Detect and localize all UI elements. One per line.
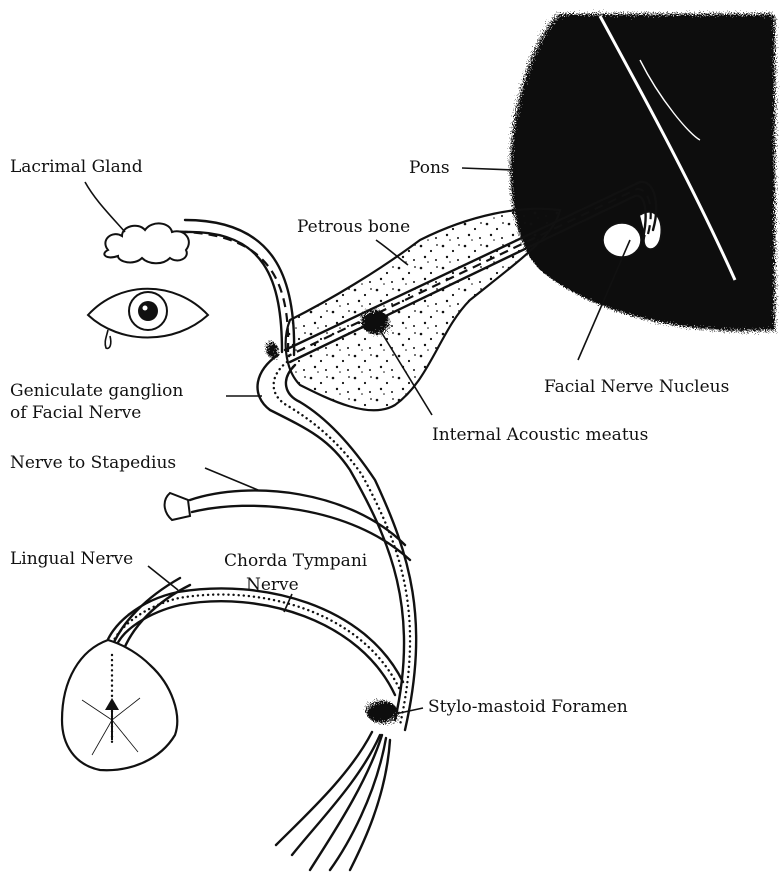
label-stylo-mastoid-foramen: Stylo-mastoid Foramen	[428, 697, 628, 717]
pons	[510, 14, 775, 331]
label-nerve-to-stapedius: Nerve to Stapedius	[10, 453, 176, 473]
label-geniculate-ganglion-2: of Facial Nerve	[10, 403, 141, 423]
label-chorda-tympani-2: Nerve	[246, 575, 299, 595]
label-geniculate-ganglion: Geniculate ganglion	[10, 381, 183, 401]
label-pons: Pons	[409, 158, 450, 178]
nerve-to-stapedius	[165, 490, 410, 560]
label-lingual-nerve: Lingual Nerve	[10, 549, 133, 569]
lacrimal-gland	[104, 223, 189, 263]
label-internal-acoustic-meatus: Internal Acoustic meatus	[432, 425, 648, 445]
label-chorda-tympani: Chorda Tympani	[224, 551, 368, 571]
eye	[88, 289, 208, 349]
facial-nerve-terminal-branches	[276, 732, 390, 870]
label-facial-nerve-nucleus: Facial Nerve Nucleus	[544, 377, 729, 397]
tongue	[62, 640, 177, 770]
label-lacrimal-gland: Lacrimal Gland	[10, 157, 143, 177]
label-petrous-bone: Petrous bone	[297, 217, 410, 237]
